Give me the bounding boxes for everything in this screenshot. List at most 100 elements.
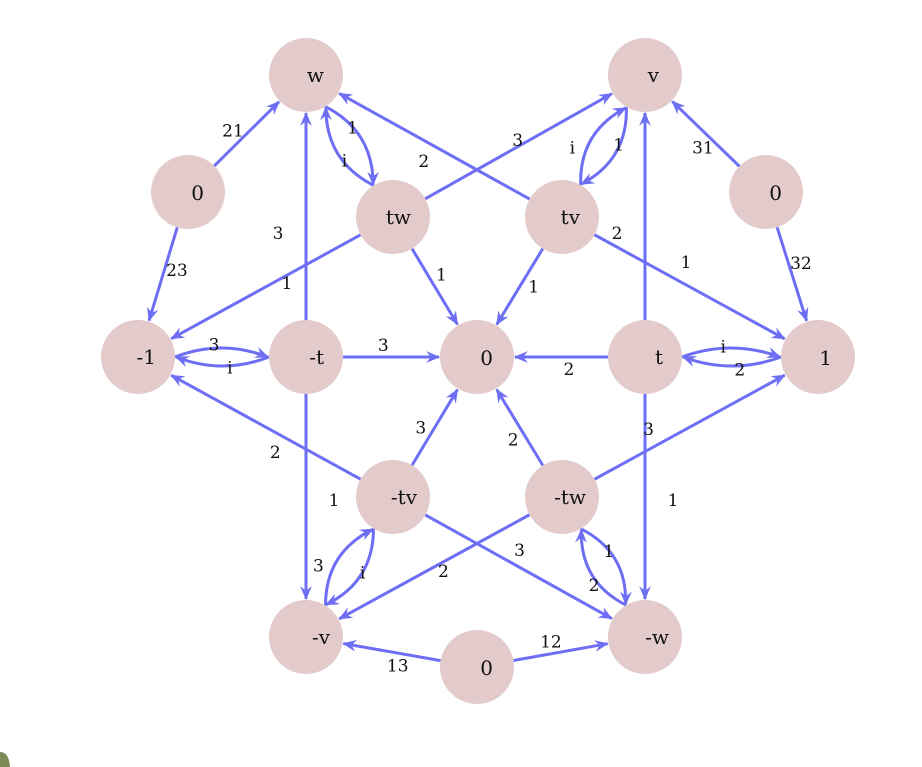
- edge-label-mt-to-mv: 1: [329, 491, 340, 511]
- edge-m1-to-mt: [174, 346, 270, 359]
- node-label-p1: 1: [819, 346, 832, 370]
- node-tw: tw: [356, 180, 430, 254]
- node-circle-z_tr: [729, 155, 803, 229]
- node-mtw: -tw: [525, 460, 599, 534]
- edge-label-mw-to-mtw: 2: [589, 576, 600, 596]
- edge-tv-to-w: [338, 92, 531, 201]
- edge-label-mtw-to-mw: 1: [603, 542, 614, 562]
- node-m1: -1: [101, 320, 175, 394]
- edge-label-tw-to-z_c: 1: [436, 265, 447, 285]
- node-circle-mtw: [525, 460, 599, 534]
- node-label-z_b: 0: [480, 656, 493, 680]
- edge-label-w-to-tw: 1: [347, 119, 358, 139]
- edge-label-m1-to-mt: 3: [209, 336, 220, 356]
- edge-z_tl-to-w: [213, 100, 281, 168]
- node-label-mtw: -tw: [554, 485, 586, 509]
- edge-label-mtw-to-p1: 3: [643, 420, 654, 440]
- edges: [147, 92, 809, 663]
- node-label-tw: tw: [386, 205, 411, 229]
- node-circle-mv: [269, 600, 343, 674]
- edge-label-tw-to-w: i: [342, 151, 348, 171]
- corner-fragment: [0, 752, 10, 767]
- node-mw: -w: [608, 600, 682, 674]
- edge-z_tr-to-p1: [775, 226, 809, 322]
- node-label-t: t: [655, 345, 663, 369]
- node-circle-mw: [608, 600, 682, 674]
- node-label-z_tr: 0: [769, 181, 782, 205]
- edge-z_tl-to-m1: [147, 226, 179, 322]
- edge-label-mt-to-w: 3: [273, 224, 284, 244]
- node-circle-z_tl: [151, 155, 225, 229]
- edge-mtw-to-mv: [338, 513, 531, 621]
- edge-label-t-to-mw: 1: [668, 491, 679, 511]
- edge-tv-to-p1: [593, 233, 786, 341]
- edge-tw-to-m1: [170, 233, 362, 341]
- node-circle-m1: [101, 320, 175, 394]
- edge-label-z_tr-to-p1: 32: [790, 254, 812, 274]
- edge-tw-to-w: [320, 106, 375, 187]
- node-circle-mt: [269, 320, 343, 394]
- node-tv: tv: [525, 180, 599, 254]
- edge-w-to-tw: [324, 105, 379, 186]
- node-circle-mtv: [356, 460, 430, 534]
- edge-label-z_b-to-mw: 12: [540, 633, 562, 653]
- edge-label-t-to-z_c: 2: [563, 360, 574, 380]
- edge-label-mtv-to-z_c: 3: [415, 418, 426, 438]
- node-circle-tw: [356, 180, 430, 254]
- node-z_c: 0: [440, 320, 514, 394]
- node-circle-tv: [525, 180, 599, 254]
- node-v: v: [608, 38, 682, 112]
- edge-mt-to-m1: [174, 355, 270, 368]
- edge-label-mt-to-z_c: 3: [378, 336, 389, 356]
- node-label-mw: -w: [645, 625, 669, 649]
- edge-label-t-to-v: 2: [612, 224, 623, 244]
- edge-mtv-to-mw: [424, 513, 613, 620]
- edge-label-t-to-p1: i: [720, 338, 726, 358]
- nodes: w v 0 0 tw tv -1 -t 0 t 1 -tv -tw -v 0 -w: [101, 38, 855, 704]
- edge-tv-to-v: [579, 106, 627, 186]
- node-label-z_c: 0: [480, 346, 493, 370]
- node-circle-z_c: [440, 320, 514, 394]
- edge-label-mv-to-mtv: 3: [313, 557, 324, 577]
- edge-label-z_tl-to-m1: 23: [166, 261, 188, 281]
- edge-mw-to-mtw: [575, 528, 627, 607]
- node-mv: -v: [269, 600, 343, 674]
- edge-label-tv-to-z_c: 1: [528, 278, 539, 298]
- node-circle-p1: [781, 320, 855, 394]
- node-circle-w: [269, 38, 343, 112]
- edge-label-z_b-to-mv: 13: [387, 656, 409, 676]
- edge-label-tv-to-w: 2: [418, 152, 429, 172]
- edge-z_b-to-mw: [513, 640, 609, 662]
- edge-mv-to-mtv: [324, 527, 374, 606]
- edge-tw-to-v: [424, 92, 613, 201]
- edge-label-mt-to-m1: i: [227, 358, 233, 378]
- edge-z_tr-to-v: [671, 100, 741, 168]
- node-label-z_tl: 0: [191, 181, 204, 205]
- edge-label-mtw-to-mv: 2: [438, 562, 449, 582]
- node-p1: 1: [781, 320, 855, 394]
- node-circle-z_b: [440, 630, 514, 704]
- node-mt: -t: [269, 320, 343, 394]
- node-z_b: 0: [440, 630, 514, 704]
- edge-mtw-to-z_c: [495, 388, 545, 467]
- edge-label-z_tr-to-v: 31: [692, 139, 714, 159]
- edge-label-mtw-to-z_c: 2: [508, 431, 519, 451]
- node-w: w: [269, 38, 343, 112]
- node-circle-v: [608, 38, 682, 112]
- edge-label-v-to-tv: 1: [613, 136, 624, 156]
- node-label-w: w: [307, 63, 324, 87]
- node-label-mt: -t: [309, 345, 324, 369]
- edge-label-tw-to-v: 3: [512, 131, 523, 151]
- node-z_tl: 0: [151, 155, 225, 229]
- edge-z_b-to-mv: [342, 640, 441, 663]
- edge-p1-to-t: [681, 355, 782, 368]
- edge-mtw-to-mw: [580, 527, 632, 606]
- edge-label-mtv-to-mw: 3: [514, 541, 525, 561]
- edge-label-tw-to-m1: 1: [281, 274, 292, 294]
- node-z_tr: 0: [729, 155, 803, 229]
- node-label-tv: tv: [561, 205, 581, 229]
- edge-label-mtv-to-mv: i: [360, 563, 366, 583]
- node-label-mtv: -tv: [391, 485, 418, 509]
